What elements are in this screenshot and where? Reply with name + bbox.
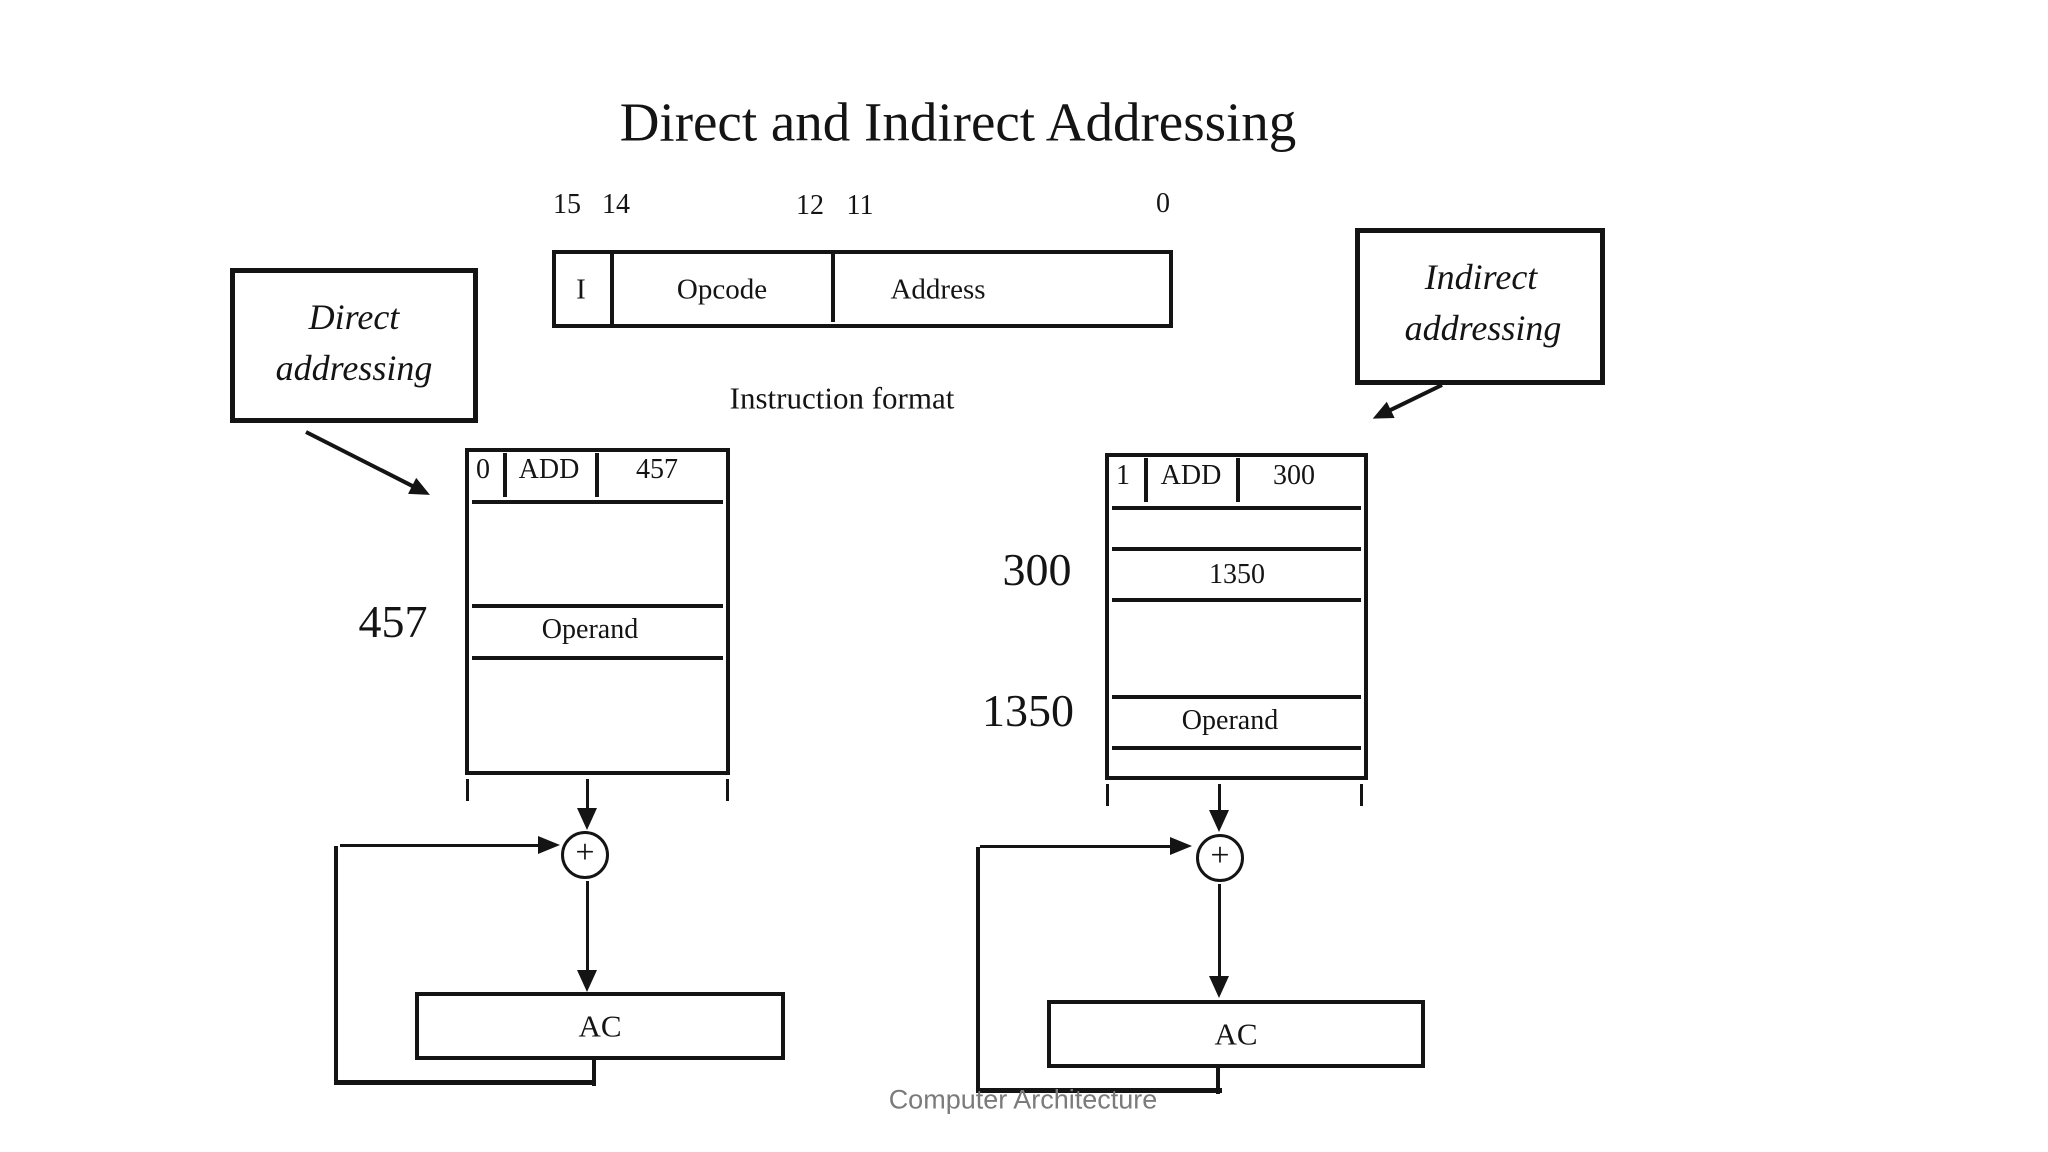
direct-operand-cell: Operand <box>541 614 639 645</box>
indirect-feedback-arrow-shaft <box>980 845 1172 848</box>
direct-memory-bottom-tick-right <box>726 779 729 801</box>
direct-adder-to-ac-arrowhead-icon <box>577 970 597 992</box>
direct-memory-to-adder-arrow-shaft <box>586 779 589 811</box>
format-divider-i-opcode <box>610 252 614 326</box>
direct-callout-arrowhead-icon <box>408 477 435 503</box>
indirect-instruction-mode-bit: 1 <box>1116 460 1130 491</box>
indirect-pointer-cell: 1350 <box>1209 559 1265 590</box>
direct-adder-plus-icon: + <box>575 834 595 871</box>
indirect-adder-to-ac-arrowhead-icon <box>1209 976 1229 998</box>
direct-feedback-arrowhead-icon <box>538 836 560 854</box>
instruction-format-box <box>552 250 1173 328</box>
direct-memory-row-line-1 <box>472 500 723 504</box>
indirect-memory-bottom-tick-right <box>1360 784 1363 806</box>
bit-label-15: 15 <box>553 189 581 220</box>
direct-instruction-opcode: ADD <box>518 454 580 485</box>
direct-ac-box <box>415 992 785 1060</box>
direct-memory-box <box>465 448 730 775</box>
direct-ac-label: AC <box>578 1008 622 1044</box>
indirect-pointer-value-label: 1350 <box>982 685 1074 736</box>
format-field-address: Address <box>890 273 986 306</box>
direct-memory-row-line-3 <box>472 656 723 660</box>
bit-label-14: 14 <box>602 189 630 220</box>
indirect-feedback-arrowhead-icon <box>1170 837 1192 855</box>
direct-callout-arrow <box>305 430 435 503</box>
indirect-memory-row-line-3 <box>1112 598 1361 602</box>
direct-adder-circle: + <box>561 831 609 879</box>
indirect-addressing-callout-box <box>1355 228 1605 385</box>
indirect-memory-to-adder-arrow-shaft <box>1218 784 1221 812</box>
indirect-callout-arrowhead-icon <box>1368 401 1395 427</box>
direct-instruction-separator-1 <box>503 453 507 497</box>
indirect-adder-to-ac-arrow-shaft <box>1218 884 1221 978</box>
instruction-format-caption: Instruction format <box>729 380 955 416</box>
indirect-instruction-separator-2 <box>1236 458 1240 502</box>
direct-feedback-arrow-shaft <box>340 844 540 847</box>
indirect-operand-cell: Operand <box>1181 705 1279 736</box>
direct-addressing-label-line2: addressing <box>275 348 433 388</box>
indirect-ac-box <box>1047 1000 1425 1068</box>
indirect-memory-row-line-2 <box>1112 547 1361 551</box>
slide-title: Direct and Indirect Addressing <box>619 91 1297 153</box>
direct-feedback-bottom-line <box>334 1080 596 1085</box>
indirect-instruction-opcode: ADD <box>1160 460 1222 491</box>
format-field-opcode: Opcode <box>676 273 768 306</box>
direct-address-pointer-label: 457 <box>358 596 428 647</box>
indirect-memory-bottom-tick-left <box>1106 784 1109 806</box>
indirect-callout-arrow <box>1368 383 1443 427</box>
indirect-memory-to-adder-arrowhead-icon <box>1209 810 1229 832</box>
indirect-instruction-address: 300 <box>1273 460 1315 491</box>
indirect-ac-label: AC <box>1214 1016 1258 1052</box>
direct-instruction-address: 457 <box>636 454 678 485</box>
format-divider-opcode-address <box>831 254 835 322</box>
direct-feedback-left-line <box>334 846 338 1084</box>
direct-memory-to-adder-arrowhead-icon <box>577 808 597 830</box>
indirect-instruction-separator-1 <box>1144 458 1148 502</box>
indirect-memory-box <box>1105 453 1368 780</box>
indirect-memory-row-line-5 <box>1112 746 1361 750</box>
indirect-addressing-label-line1: Indirect <box>1424 257 1538 297</box>
direct-adder-to-ac-arrow-shaft <box>586 881 589 972</box>
direct-memory-row-line-2 <box>472 604 723 608</box>
direct-instruction-separator-2 <box>595 453 599 497</box>
bit-label-12: 12 <box>796 190 824 221</box>
direct-ac-output-stub <box>592 1060 596 1086</box>
direct-memory-bottom-tick-left <box>466 779 469 801</box>
direct-addressing-callout-box <box>230 268 478 423</box>
indirect-feedback-left-line <box>976 847 980 1092</box>
indirect-address-pointer-label: 300 <box>1002 544 1072 595</box>
indirect-memory-row-line-1 <box>1112 506 1361 510</box>
bit-label-0: 0 <box>1156 188 1170 219</box>
indirect-adder-plus-icon: + <box>1210 837 1230 874</box>
indirect-addressing-label-line2: addressing <box>1404 308 1562 348</box>
format-field-i: I <box>576 273 586 306</box>
direct-addressing-label-line1: Direct <box>308 297 400 337</box>
indirect-memory-row-line-4 <box>1112 695 1361 699</box>
direct-instruction-mode-bit: 0 <box>476 454 490 485</box>
indirect-adder-circle: + <box>1196 834 1244 882</box>
indirect-feedback-bottom-line <box>976 1088 1222 1093</box>
bit-label-11: 11 <box>846 190 874 221</box>
footer-caption: Computer Architecture <box>888 1084 1158 1115</box>
indirect-ac-output-stub <box>1216 1068 1220 1094</box>
